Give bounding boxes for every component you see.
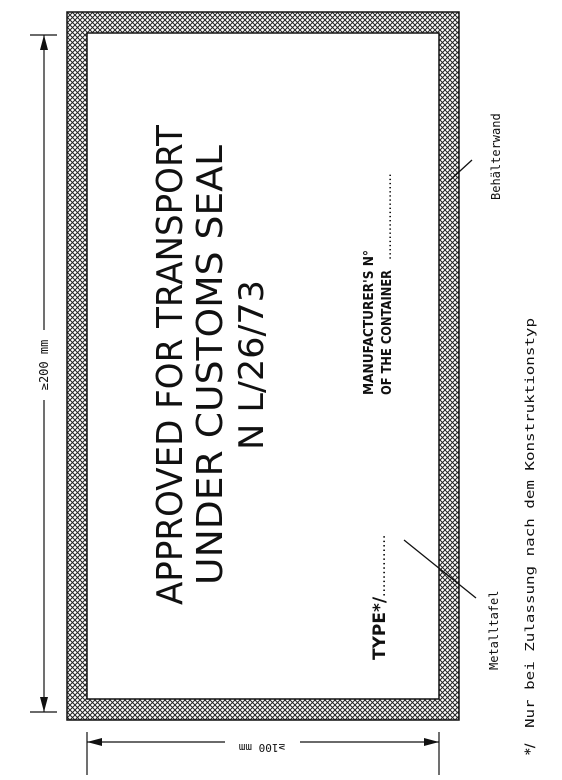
manufacturer-field: MANUFACTURER'S N° OF THE CONTAINER .....… (362, 173, 395, 395)
length-dimension: ≥200 mm (30, 34, 57, 713)
type-field: TYPE*/ .............. (370, 535, 390, 660)
width-dimension: ≥100 mm (86, 732, 440, 775)
type-dots: .............. (373, 535, 389, 597)
metal-plate-label: Metalltafel (487, 591, 501, 670)
metal-plate-callout: Metalltafel (403, 539, 501, 670)
approval-line-2: UNDER CUSTOMS SEAL (190, 145, 231, 585)
footnote: */ Nur bei Zulassung nach dem Konstrukti… (523, 318, 538, 755)
type-label: TYPE*/ (370, 596, 390, 660)
approval-line-1: APPROVED FOR TRANSPORT (150, 124, 191, 605)
container-wall-callout: Behälterwand (447, 113, 503, 200)
manufacturer-label-line-2: OF THE CONTAINER (380, 270, 395, 395)
footnote-marker: */ (523, 743, 538, 755)
length-label: ≥200 mm (37, 340, 51, 391)
approval-number: N L/26/73 (232, 280, 272, 450)
footnote-text: Nur bei Zulassung nach dem Konstruktions… (523, 318, 537, 728)
container-wall-frame (66, 11, 460, 721)
width-label: ≥100 mm (238, 741, 285, 754)
manufacturer-label-line-1: MANUFACTURER'S N° (362, 250, 377, 395)
container-wall-label: Behälterwand (489, 113, 503, 200)
manufacturer-dots: ..................... (380, 173, 395, 260)
